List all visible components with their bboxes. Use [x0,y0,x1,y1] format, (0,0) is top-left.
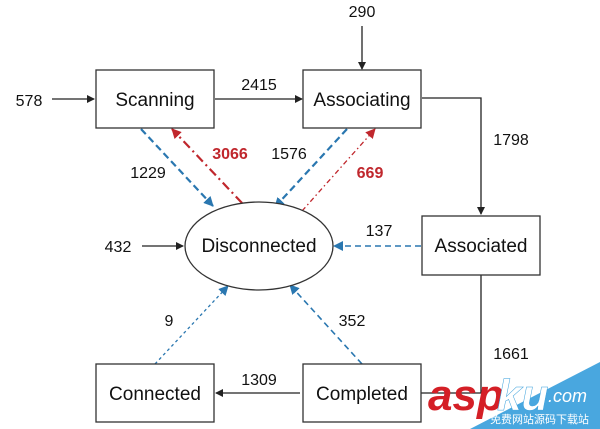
edge-disconnected-scanning [171,128,243,204]
node-associated: Associated [421,215,541,276]
watermark-brand-asp: asp [428,371,504,420]
label-associating-disconnected: 1576 [271,146,307,163]
edge-associating-associated [422,97,485,215]
watermark-tagline: 免费网站源码下载站 [490,412,589,426]
node-disconnected-label: Disconnected [201,236,316,257]
label-associating-associated: 1798 [493,132,529,149]
label-completed-disconnected: 352 [339,313,366,330]
node-disconnected: Disconnected [184,201,334,291]
edge-completed-disconnected [289,284,363,365]
node-associated-label: Associated [435,236,528,257]
label-scanning-disconnected: 1229 [130,165,166,182]
watermark-brand-ku: ku [497,371,548,420]
node-completed: Completed [302,363,422,423]
watermark: asp ku .com 免费网站源码下载站 [428,362,600,429]
label-scanning-associating: 2415 [241,77,277,94]
label-entry-scanning: 578 [16,93,43,110]
label-associated-disconnected: 137 [366,223,393,240]
label-associated-completed: 1661 [493,346,529,363]
edge-scanning-disconnected [140,128,214,207]
edge-associating-disconnected [274,128,348,208]
label-completed-connected: 1309 [241,372,277,389]
node-completed-label: Completed [316,384,408,405]
node-associating: Associating [302,69,422,129]
label-disconnected-associating: 669 [357,165,384,182]
label-entry-associating: 290 [349,4,376,21]
watermark-domain: .com [548,386,587,406]
edge-disconnected-associating [301,128,376,212]
label-connected-disconnected: 9 [165,313,174,330]
edge-associated-completed [411,275,482,397]
label-entry-disconnected: 432 [105,239,132,256]
node-connected-label: Connected [109,384,201,405]
node-scanning: Scanning [95,69,215,129]
label-disconnected-scanning: 3066 [212,146,248,163]
node-associating-label: Associating [313,90,410,111]
node-connected: Connected [95,363,215,423]
node-scanning-label: Scanning [115,90,194,111]
